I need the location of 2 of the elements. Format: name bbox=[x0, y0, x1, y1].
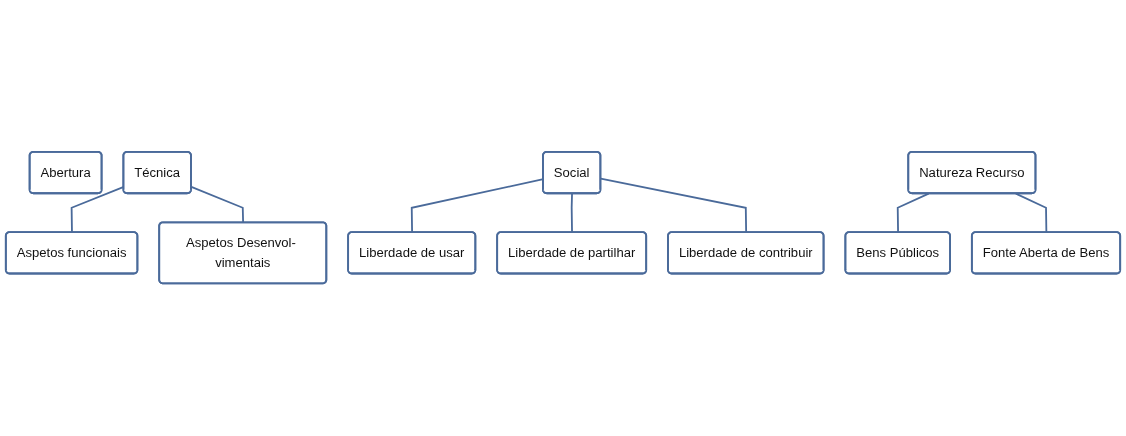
connector bbox=[570, 193, 573, 234]
connector bbox=[190, 186, 245, 224]
